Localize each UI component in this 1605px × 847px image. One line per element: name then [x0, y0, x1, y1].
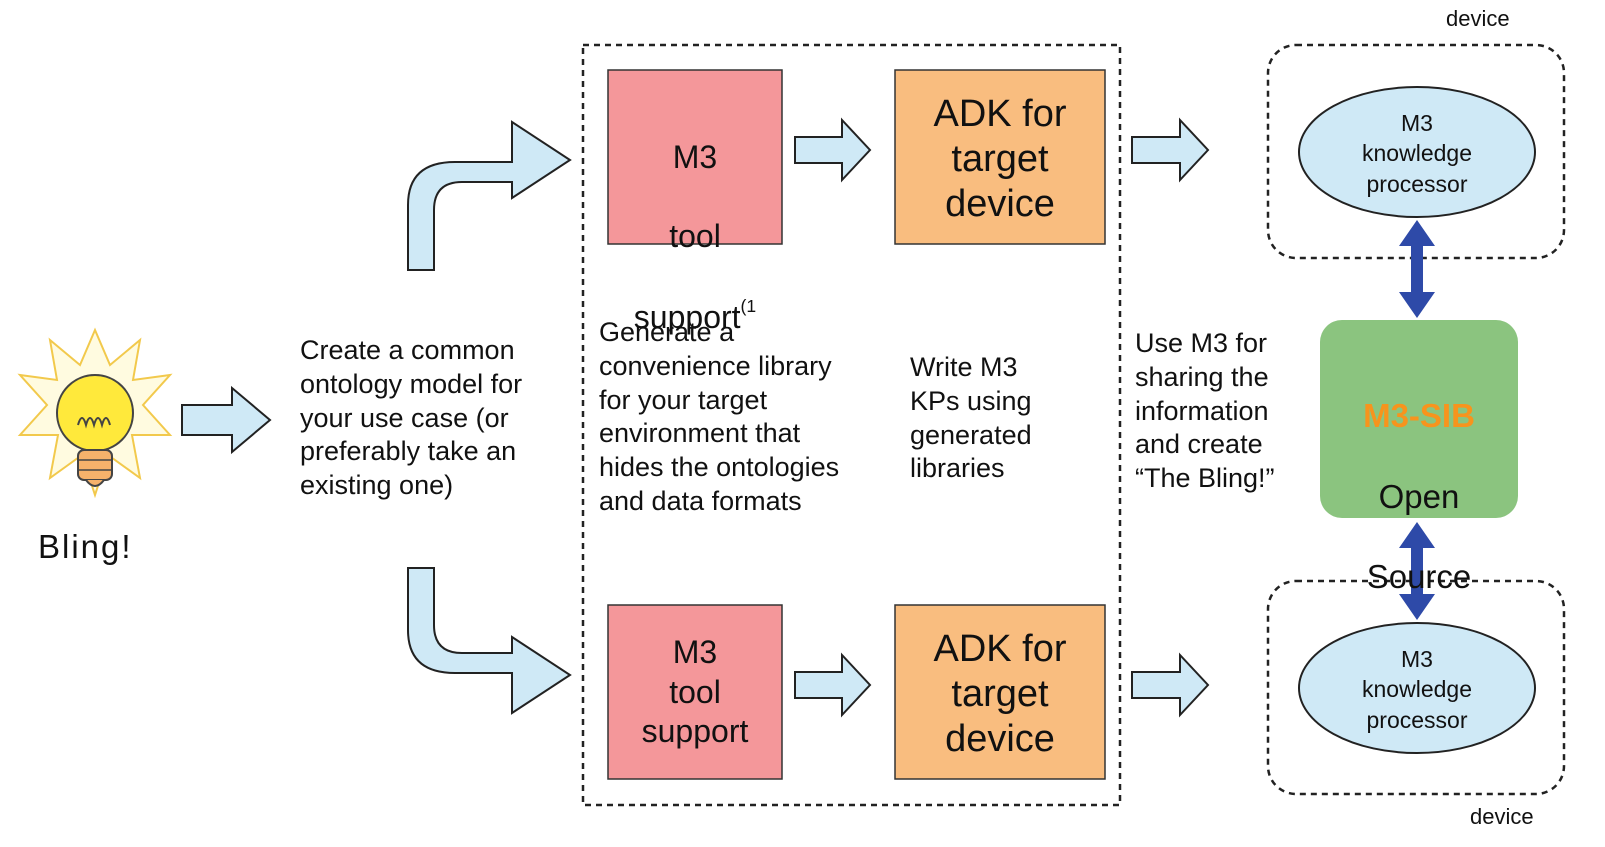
kp-bottom-label: M3 knowledge processor [1362, 646, 1472, 733]
device-label-top: device [1446, 6, 1510, 31]
adk-box-top [894, 69, 1106, 245]
arrow-tool-to-adk-bottom [794, 652, 872, 718]
tool-box-top-line2: tool [669, 218, 721, 255]
light-bulb-icon [17, 327, 173, 499]
pipeline-frame [581, 43, 1122, 807]
arrow-tool-to-adk-top [794, 117, 872, 183]
footnote-marker: (1 [740, 296, 757, 317]
tool-box-top [607, 69, 783, 245]
kp-ellipse-bottom [1298, 622, 1536, 754]
arrow-adk-to-device-top [1131, 117, 1210, 183]
tool-box-top-line1: M3 [672, 138, 718, 175]
adk-box-bottom [894, 604, 1106, 780]
write-step-text: Write M3 KPs using generated libraries [910, 352, 1032, 484]
sib-line1: Open [1378, 477, 1460, 515]
sib-title: M3-SIB [1363, 397, 1475, 435]
kp-top-label: M3 knowledge processor [1362, 110, 1472, 197]
device-frame-top [1266, 43, 1566, 260]
device-label-bottom: device [1470, 804, 1534, 829]
arrow-adk-to-device-bottom [1131, 652, 1210, 718]
generate-step-text: Generate a convenience library for your … [599, 317, 840, 516]
device-frame-bottom [1266, 579, 1566, 796]
adk-box-top-label: ADK for target device [933, 93, 1067, 225]
curved-arrow-up [407, 120, 572, 271]
kp-ellipse-top [1298, 86, 1536, 218]
double-arrow-bottom [1399, 522, 1435, 620]
tool-box-top-line3-text: support [633, 299, 741, 336]
tool-box-top-line3: support(1 [608, 296, 782, 338]
bulb-label: Bling! [38, 528, 133, 565]
adk-box-bottom-label: ADK for target device [933, 628, 1067, 760]
use-step-text: Use M3 for sharing the information and c… [1135, 328, 1275, 493]
tool-box-bottom-label: M3 tool support [641, 634, 749, 750]
curved-arrow-down [407, 567, 572, 715]
double-arrow-top [1399, 220, 1435, 318]
tool-box-top-label: M3 tool support(1 [608, 98, 782, 378]
sib-line2: Source [1366, 558, 1472, 596]
bulb-arrow [181, 385, 272, 455]
sib-label: M3-SIB Open Source [1320, 356, 1518, 638]
tool-box-bottom [607, 604, 783, 780]
sib-box [1320, 320, 1518, 518]
ontology-step-text: Create a common ontology model for your … [300, 335, 523, 500]
